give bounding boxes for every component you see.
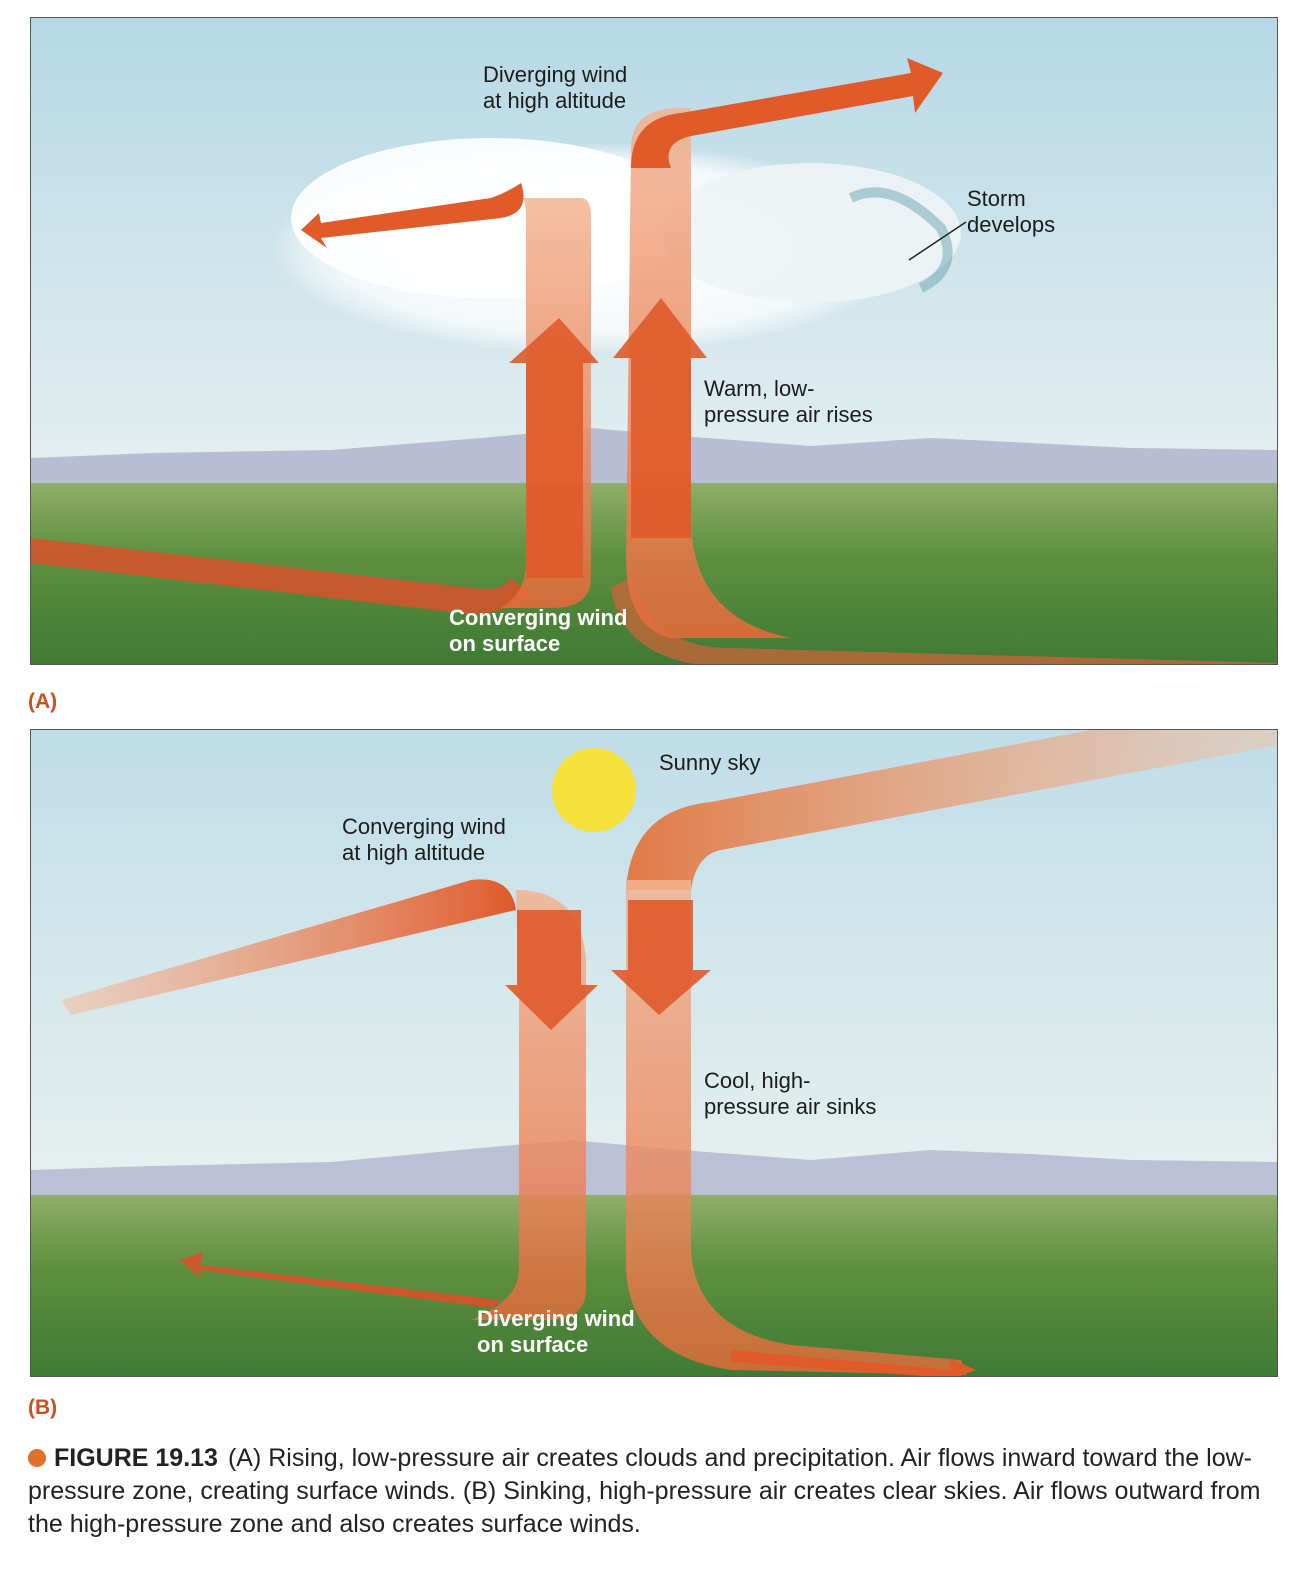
panel-b-illustration: Sunny sky Converging wind at high altitu… xyxy=(30,729,1278,1377)
inflow-ribbon-right xyxy=(626,730,1277,890)
label-warm-air-rises: Warm, low- pressure air rises xyxy=(704,376,873,427)
panel-a-tag: (A) xyxy=(28,690,58,713)
surface-wind-left xyxy=(31,538,531,614)
bullet-dot-icon xyxy=(28,1449,46,1467)
high-pressure-scene xyxy=(31,730,1277,1376)
label-storm-develops: Storm develops xyxy=(967,186,1056,237)
inflow-ribbon-left xyxy=(61,879,516,1015)
panel-b-tag: (B) xyxy=(28,1396,58,1419)
surface-outflow-left xyxy=(179,1252,501,1308)
label-converging-surface: Converging wind on surface xyxy=(449,605,628,656)
low-pressure-scene xyxy=(31,18,1277,664)
figure-number: FIGURE 19.13 xyxy=(54,1444,218,1472)
outflow-arrow-left xyxy=(301,183,524,248)
down-arrow-right xyxy=(611,900,711,1015)
label-diverging-high-altitude: Diverging wind at high altitude xyxy=(483,62,628,113)
surface-wind-right xyxy=(611,578,1277,664)
sun xyxy=(552,748,636,832)
down-arrow-left xyxy=(505,910,598,1030)
storm-pointer-line xyxy=(908,221,967,261)
up-arrow-left xyxy=(509,318,599,578)
label-diverging-surface: Diverging wind on surface xyxy=(477,1306,635,1357)
outflow-arrow-right xyxy=(631,58,943,168)
label-cool-air-sinks: Cool, high- pressure air sinks xyxy=(704,1068,877,1119)
label-converging-high-altitude: Converging wind at high altitude xyxy=(342,814,506,865)
figure-caption: FIGURE 19.13(A) Rising, low-pressure air… xyxy=(28,1442,1268,1541)
surface-outflow-right xyxy=(731,1350,976,1376)
up-arrow-right xyxy=(613,298,707,538)
caption-text: (A) Rising, low-pressure air creates clo… xyxy=(28,1444,1261,1538)
label-sunny-sky: Sunny sky xyxy=(659,750,761,775)
panel-a-illustration: Diverging wind at high altitude Storm de… xyxy=(30,17,1278,665)
